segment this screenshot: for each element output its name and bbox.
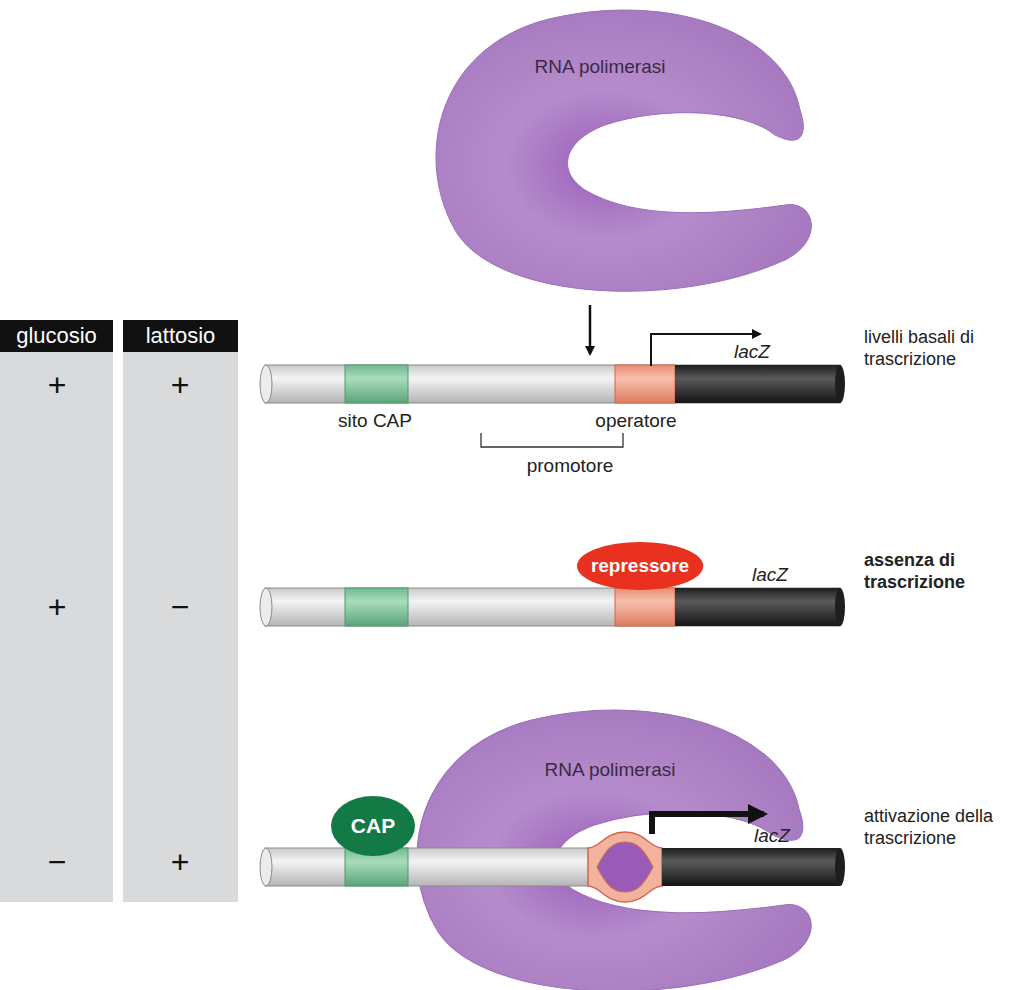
sign: − bbox=[171, 591, 190, 623]
node-label: repressore bbox=[591, 555, 689, 577]
glucose-column bbox=[0, 352, 113, 902]
rna-polymerase: RNA polimerasi bbox=[415, 0, 815, 300]
node-label: glucosio bbox=[16, 323, 97, 349]
node-label: lattosio bbox=[146, 323, 216, 349]
node-label: RNA polimerasi bbox=[545, 759, 676, 781]
outcome-note: livelli basali di trascrizione bbox=[864, 327, 1020, 370]
outcome-note: attivazione della trascrizione bbox=[864, 806, 1022, 849]
column-header: lattosio bbox=[123, 320, 238, 352]
lactose-column bbox=[123, 352, 238, 902]
gene-name: lacZ bbox=[752, 564, 788, 587]
dna-strand bbox=[260, 588, 845, 626]
sign: − bbox=[48, 846, 67, 878]
cap-protein: CAP bbox=[330, 795, 416, 857]
part-name: sito CAP bbox=[338, 410, 412, 433]
node-label: RNA polimerasi bbox=[535, 56, 666, 78]
gene-name: lacZ bbox=[734, 341, 770, 364]
part-name: promotore bbox=[527, 455, 614, 478]
sign: + bbox=[48, 369, 67, 401]
node-label: CAP bbox=[351, 814, 395, 838]
column-header: glucosio bbox=[0, 320, 113, 352]
promoter-bracket bbox=[481, 433, 623, 447]
binding-arrow bbox=[589, 305, 592, 354]
outcome-note: assenza di trascrizione bbox=[864, 550, 1020, 593]
polymerase-shape bbox=[415, 0, 815, 300]
repressor-protein: repressore bbox=[576, 541, 704, 591]
sign: + bbox=[171, 846, 190, 878]
sign: + bbox=[48, 591, 67, 623]
part-name: operatore bbox=[595, 410, 676, 433]
sign: + bbox=[171, 369, 190, 401]
gene-name: lacZ bbox=[754, 825, 790, 848]
dna-strand bbox=[260, 365, 845, 403]
